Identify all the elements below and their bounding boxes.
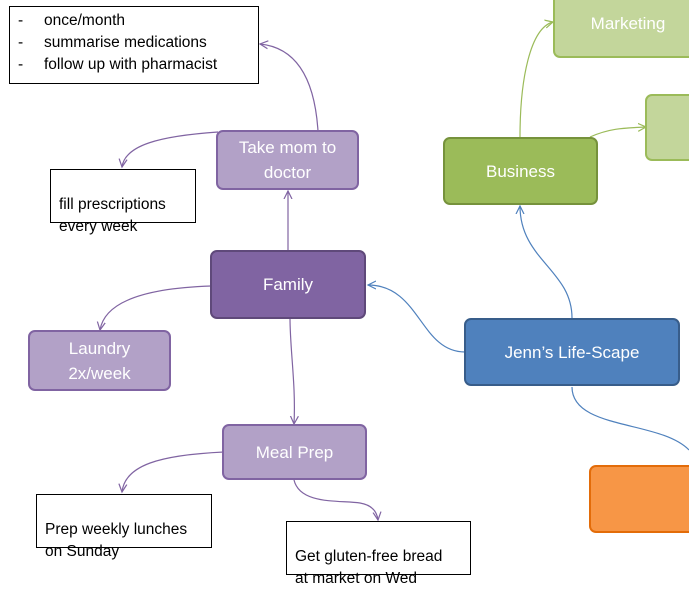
note-doctor-list-items: - once/month - summarise medications - foll… [18, 10, 250, 76]
note-doctor-item: - follow up with pharmacist [18, 54, 250, 76]
node-doctor-label: Take mom to doctor [238, 138, 337, 182]
note-doctor-list: - once/month - summarise medications - foll… [9, 6, 259, 84]
link-doctor-list [260, 44, 319, 132]
node-family[interactable]: Family [210, 250, 366, 319]
note-prescriptions-text: fill prescriptions every week [59, 196, 166, 235]
note-lunches: Prep weekly lunches on Sunday [36, 494, 212, 560]
node-orange-offscreen[interactable] [589, 465, 689, 533]
link-center-orange [571, 386, 689, 451]
node-mealprep[interactable]: Meal Prep [222, 424, 367, 480]
link-family-laundry [100, 285, 212, 330]
node-mealprep-label: Meal Prep [255, 442, 334, 462]
link-center-business [520, 206, 573, 319]
node-center-label: Jenn’s Life-Scape [504, 342, 640, 362]
node-business-label: Business [486, 161, 555, 181]
node-laundry-label: Laundry 2x/week [68, 338, 131, 383]
node-doctor[interactable]: Take mom to doctor [216, 130, 359, 190]
list-dash: - [18, 12, 24, 29]
node-family-label: Family [262, 275, 314, 294]
node-marketing[interactable]: Marketing [553, 0, 689, 58]
note-bread-text: Get gluten-free bread at market on Wed [295, 548, 443, 587]
note-doctor-item-text: once/month [44, 12, 125, 29]
link-family-mealprep [289, 317, 294, 424]
link-mealprep-bread [293, 479, 378, 520]
note-bread: Get gluten-free bread at market on Wed [286, 521, 471, 587]
node-center[interactable]: Jenn’s Life-Scape [464, 318, 680, 386]
link-business-right [589, 127, 646, 138]
link-mealprep-lunches [122, 451, 225, 492]
link-doctor-prescriptions [122, 131, 219, 167]
note-doctor-item-text: follow up with pharmacist [44, 56, 218, 73]
note-prescriptions: fill prescriptions every week [50, 169, 196, 235]
note-doctor-item-text: summarise medications [44, 34, 207, 51]
note-doctor-item: - summarise medications [18, 32, 250, 54]
node-marketing-label: Marketing [590, 13, 666, 33]
list-dash: - [18, 56, 24, 73]
node-laundry[interactable]: Laundry 2x/week [28, 330, 171, 391]
node-business[interactable]: Business [443, 137, 598, 205]
link-business-marketing [519, 22, 553, 138]
note-lunches-text: Prep weekly lunches on Sunday [45, 521, 188, 560]
note-doctor-item: - once/month [18, 10, 250, 32]
list-dash: - [18, 34, 24, 51]
node-business-child-offscreen[interactable] [645, 94, 689, 161]
link-center-family [368, 285, 466, 353]
